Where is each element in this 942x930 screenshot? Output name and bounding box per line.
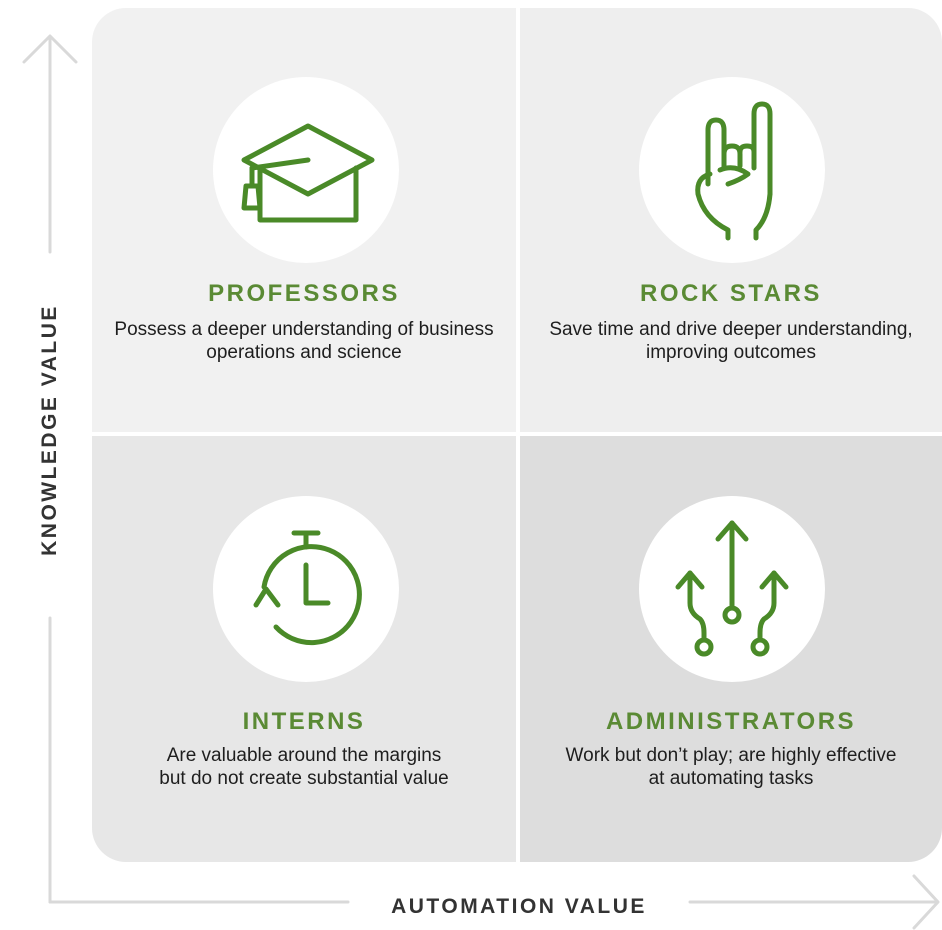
quadrant-title: PROFESSORS bbox=[208, 280, 400, 307]
quadrant-title: INTERNS bbox=[242, 708, 366, 735]
y-axis-label-text: KNOWLEDGE VALUE bbox=[38, 304, 61, 556]
quadrant-administrators: ADMINISTRATORS Work but don’t play; are … bbox=[520, 436, 942, 862]
quadrant-description: Are valuable around the margins but do n… bbox=[159, 745, 449, 789]
administrators-icon-circle bbox=[639, 496, 825, 682]
rock-hand-icon bbox=[695, 101, 773, 241]
quadrant-title: ADMINISTRATORS bbox=[605, 708, 857, 735]
quadrant-rock-stars: ROCK STARS Save time and drive deeper un… bbox=[520, 8, 942, 432]
x-axis-arrowhead bbox=[912, 874, 940, 930]
quadrant-description: Save time and drive deeper understanding… bbox=[549, 319, 913, 363]
rock-stars-icon-circle bbox=[639, 77, 825, 263]
stopwatch-icon bbox=[253, 530, 362, 646]
y-axis-arrowhead bbox=[22, 34, 78, 64]
interns-icon-circle bbox=[213, 496, 399, 682]
professors-icon-circle bbox=[213, 77, 399, 263]
quadrant-description: Work but don’t play; are highly effectiv… bbox=[565, 745, 897, 789]
x-axis-label: AUTOMATION VALUE bbox=[391, 895, 647, 918]
quadrant-description: Possess a deeper understanding of busine… bbox=[114, 319, 494, 363]
quadrant-title: ROCK STARS bbox=[640, 280, 822, 307]
graduation-cap-icon bbox=[241, 123, 375, 223]
branching-arrows-icon bbox=[675, 520, 789, 657]
quadrant-interns: INTERNS Are valuable around the margins … bbox=[92, 436, 516, 862]
quadrant-professors: PROFESSORS Possess a deeper understandin… bbox=[92, 8, 516, 432]
